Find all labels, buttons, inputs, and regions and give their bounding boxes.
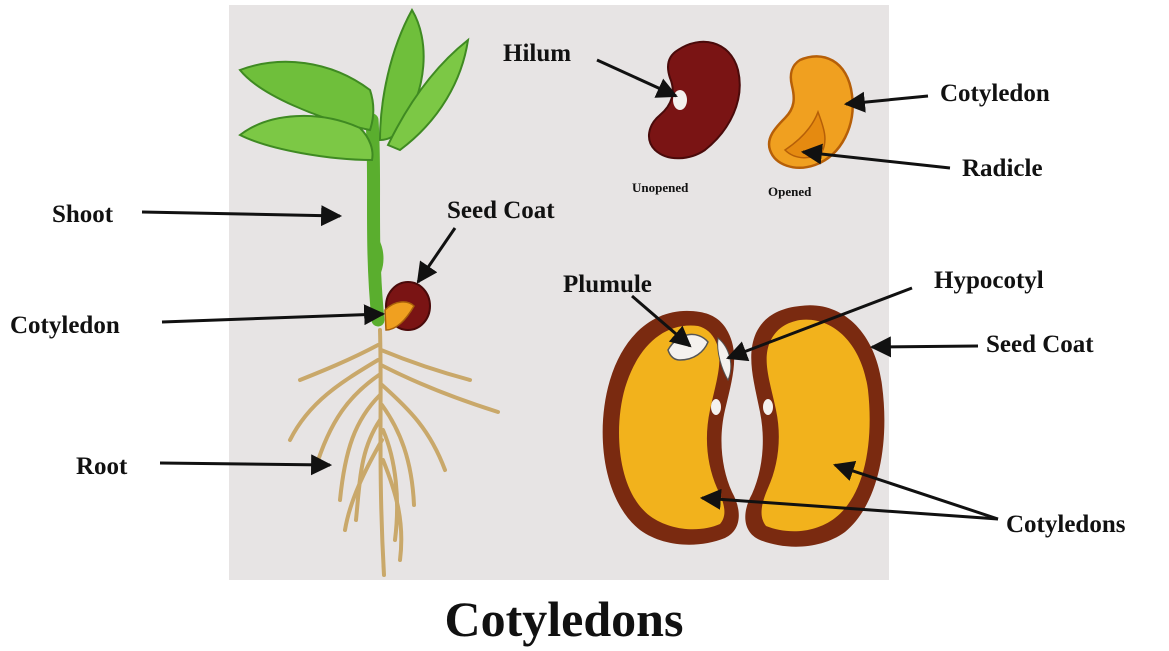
label-opened: Opened (768, 184, 812, 199)
label-hilum: Hilum (503, 40, 571, 67)
label-hypocotyl: Hypocotyl (934, 267, 1044, 294)
label-root: Root (76, 453, 128, 480)
seed-coat-section-arrow (872, 346, 978, 347)
radicle-left (711, 399, 721, 415)
label-shoot: Shoot (52, 201, 114, 228)
root-arrow (160, 463, 330, 465)
page-title: Cotyledons (445, 591, 684, 647)
label-radicle: Radicle (962, 155, 1043, 182)
label-cotyledon-plant: Cotyledon (10, 312, 120, 339)
label-cotyledon-seed: Cotyledon (940, 80, 1050, 107)
label-seed-coat-section: Seed Coat (986, 331, 1094, 358)
label-plumule: Plumule (563, 271, 652, 298)
label-unopened: Unopened (632, 180, 689, 195)
hilum-spot (673, 90, 687, 110)
radicle-right (763, 399, 773, 415)
label-cotyledons: Cotyledons (1006, 511, 1126, 538)
label-seed-coat-plant: Seed Coat (447, 197, 555, 224)
